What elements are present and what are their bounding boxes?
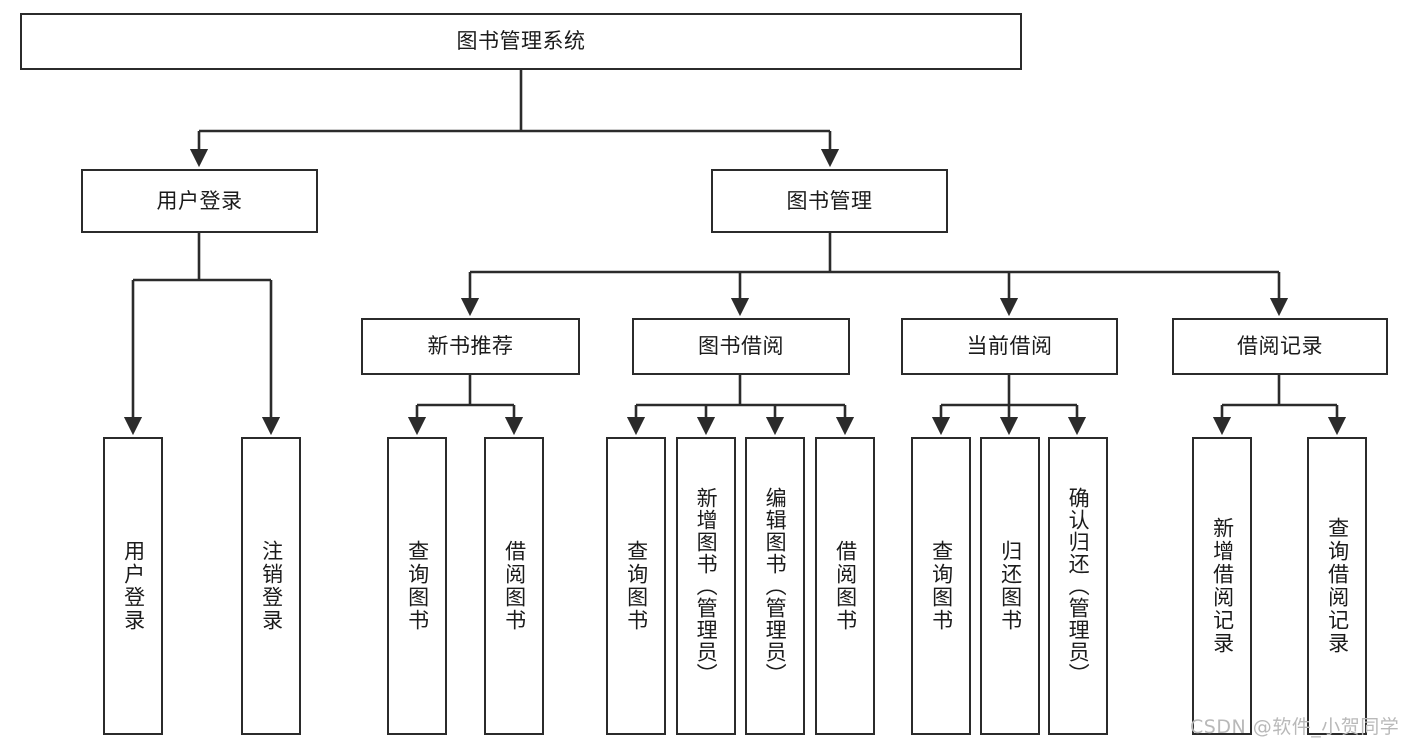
node-leaf-add-record[interactable]: 新增借阅记录	[1192, 437, 1252, 735]
node-leaf-confirm-return-label: 确认归还（管理员）	[1066, 487, 1091, 685]
node-leaf-user-logout-label: 注销登录	[259, 540, 284, 632]
node-book-manage-label: 图书管理	[786, 188, 873, 213]
node-borrow-record-label: 借阅记录	[1237, 334, 1323, 359]
node-leaf-query-book-3[interactable]: 查询图书	[911, 437, 971, 735]
node-new-book-rec-label: 新书推荐	[427, 334, 514, 359]
node-leaf-add-book[interactable]: 新增图书（管理员）	[676, 437, 736, 735]
node-leaf-user-login-label: 用户登录	[121, 540, 146, 632]
node-book-borrow-label: 图书借阅	[698, 334, 784, 359]
node-book-borrow[interactable]: 图书借阅	[632, 318, 850, 375]
node-leaf-query-record-label: 查询借阅记录	[1325, 517, 1350, 655]
node-leaf-query-book-3-label: 查询图书	[929, 540, 954, 632]
node-leaf-borrow-book-2-label: 借阅图书	[833, 540, 858, 632]
watermark-text: CSDN @软件_小贺同学	[1190, 716, 1400, 738]
node-current-borrow-label: 当前借阅	[966, 334, 1053, 359]
node-user-login[interactable]: 用户登录	[81, 169, 318, 233]
node-leaf-borrow-book-1-label: 借阅图书	[502, 540, 527, 632]
node-book-manage[interactable]: 图书管理	[711, 169, 948, 233]
node-leaf-borrow-book-2[interactable]: 借阅图书	[815, 437, 875, 735]
node-leaf-query-book-2[interactable]: 查询图书	[606, 437, 666, 735]
node-current-borrow[interactable]: 当前借阅	[901, 318, 1118, 375]
node-leaf-edit-book[interactable]: 编辑图书（管理员）	[745, 437, 805, 735]
node-leaf-query-record[interactable]: 查询借阅记录	[1307, 437, 1367, 735]
node-leaf-query-book-1-label: 查询图书	[405, 540, 430, 632]
node-leaf-query-book-1[interactable]: 查询图书	[387, 437, 447, 735]
node-leaf-borrow-book-1[interactable]: 借阅图书	[484, 437, 544, 735]
node-root[interactable]: 图书管理系统	[20, 13, 1022, 70]
node-leaf-user-login[interactable]: 用户登录	[103, 437, 163, 735]
node-leaf-user-logout[interactable]: 注销登录	[241, 437, 301, 735]
node-new-book-rec[interactable]: 新书推荐	[361, 318, 580, 375]
node-leaf-return-book-label: 归还图书	[998, 540, 1023, 632]
node-root-label: 图书管理系统	[456, 29, 586, 54]
node-leaf-add-book-label: 新增图书（管理员）	[694, 487, 719, 685]
node-leaf-edit-book-label: 编辑图书（管理员）	[763, 487, 788, 685]
node-leaf-add-record-label: 新增借阅记录	[1210, 517, 1235, 655]
node-borrow-record[interactable]: 借阅记录	[1172, 318, 1388, 375]
node-user-login-label: 用户登录	[156, 188, 243, 213]
node-leaf-return-book[interactable]: 归还图书	[980, 437, 1040, 735]
node-leaf-query-book-2-label: 查询图书	[624, 540, 649, 632]
node-leaf-confirm-return[interactable]: 确认归还（管理员）	[1048, 437, 1108, 735]
